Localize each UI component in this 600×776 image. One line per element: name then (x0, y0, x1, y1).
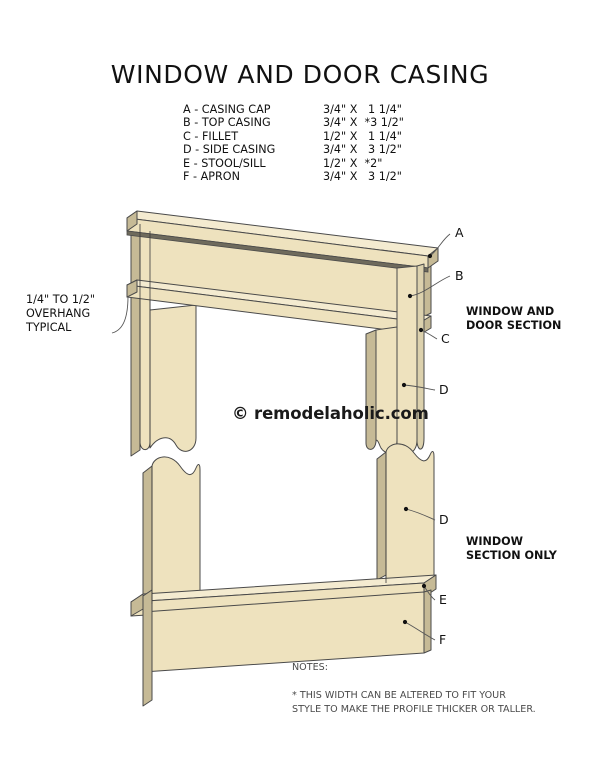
callout-letter-e: E (439, 592, 447, 607)
page-title: WINDOW AND DOOR CASING (110, 60, 490, 89)
leader-b (409, 275, 451, 297)
legend-row: C - FILLET 1/2" X 1 1/4" (183, 130, 404, 143)
caption-window-section-only: WINDOW SECTION ONLY (466, 535, 557, 563)
part-c-fillet-upper (126, 279, 432, 335)
part-a-casing-cap-upper (126, 210, 439, 273)
overhang-note-line1: 1/4" TO 1/2" (26, 293, 96, 306)
caption-lower-line1: WINDOW (466, 535, 524, 548)
legend-part-label: F - APRON (183, 170, 240, 184)
legend-row: E - STOOL/SILL 1/2" X *2" (183, 157, 404, 170)
legend-part-dimension: 1/2" X *2" (323, 156, 383, 170)
legend-part-label: D - SIDE CASING (183, 143, 276, 157)
part-d-side-casing-right-upper (365, 326, 398, 453)
part-d-side-casing-left-lower-tail (142, 589, 153, 707)
callout-letter-a: A (455, 225, 464, 240)
upper-assembly-window-and-door-section (126, 210, 439, 457)
legend-part-label: E - STOOL/SILL (183, 156, 266, 170)
overhang-note-line2: OVERHANG (26, 307, 91, 321)
callout-letter-b: B (455, 268, 464, 283)
legend-part-dimension: 3/4" X *3 1/2" (323, 116, 404, 130)
notes-line-1: * THIS WIDTH CAN BE ALTERED TO FIT YOUR (292, 690, 506, 701)
leader-overhang (111, 295, 129, 334)
notes-block: NOTES: * THIS WIDTH CAN BE ALTERED TO FI… (292, 661, 536, 717)
lower-assembly-window-section-only (130, 443, 437, 707)
parts-legend: A - CASING CAP 3/4" X 1 1/4" B - TOP CASI… (183, 103, 404, 183)
leader-d-upper (403, 384, 436, 391)
part-d-side-casing-left-lower (142, 456, 201, 605)
legend-row: D - SIDE CASING 3/4" X 3 1/2" (183, 143, 404, 156)
leader-lines (111, 233, 451, 641)
legend-part-dimension: 1/2" X 1 1/4" (323, 129, 402, 143)
legend-part-label: A - CASING CAP (183, 103, 271, 116)
caption-window-and-door-section: WINDOW AND DOOR SECTION (466, 305, 561, 333)
legend-part-label: C - FILLET (183, 129, 239, 143)
caption-upper-line1: WINDOW AND (466, 305, 555, 318)
callout-letter-d-upper: D (439, 382, 449, 397)
part-d-side-casing-left-inner-upper (149, 304, 197, 452)
legend-part-dimension: 3/4" X 3 1/2" (323, 143, 402, 157)
leader-dot-f (402, 619, 408, 625)
leader-a (429, 233, 451, 257)
leader-d-lower (405, 508, 436, 521)
notes-heading: NOTES: (292, 662, 328, 673)
watermark-copyright: © remodelaholic.com (232, 404, 429, 423)
legend-part-dimension: 3/4" X 1 1/4" (323, 103, 402, 116)
legend-part-label: B - TOP CASING (183, 116, 271, 130)
leader-dot-a (427, 253, 433, 259)
notes-line-2: STYLE TO MAKE THE PROFILE THICKER OR TAL… (292, 704, 536, 715)
notes-body: * THIS WIDTH CAN BE ALTERED TO FIT YOUR … (292, 689, 536, 717)
callout-letter-d-lower: D (439, 512, 449, 527)
callout-letter-c: C (441, 331, 450, 346)
leader-dot-e (421, 583, 427, 589)
legend-row: B - TOP CASING 3/4" X *3 1/2" (183, 116, 404, 129)
part-d-side-casing-right-lower (376, 443, 435, 584)
leader-f (404, 621, 436, 641)
overhang-note-line3: TYPICAL (26, 321, 72, 335)
leader-dot-d-lower (403, 506, 409, 512)
callout-letter-f: F (439, 632, 447, 647)
caption-lower-line2: SECTION ONLY (466, 549, 557, 563)
caption-upper-line2: DOOR SECTION (466, 319, 562, 333)
legend-row: A - CASING CAP 3/4" X 1 1/4" (183, 103, 404, 116)
overhang-note: 1/4" TO 1/2" OVERHANG TYPICAL (26, 293, 95, 336)
leader-dot-b (407, 293, 413, 299)
leader-dot-c (418, 327, 424, 333)
legend-row: F - APRON 3/4" X 3 1/2" (183, 170, 404, 183)
leader-dot-d-upper (401, 382, 407, 388)
legend-part-dimension: 3/4" X 3 1/2" (323, 170, 402, 184)
